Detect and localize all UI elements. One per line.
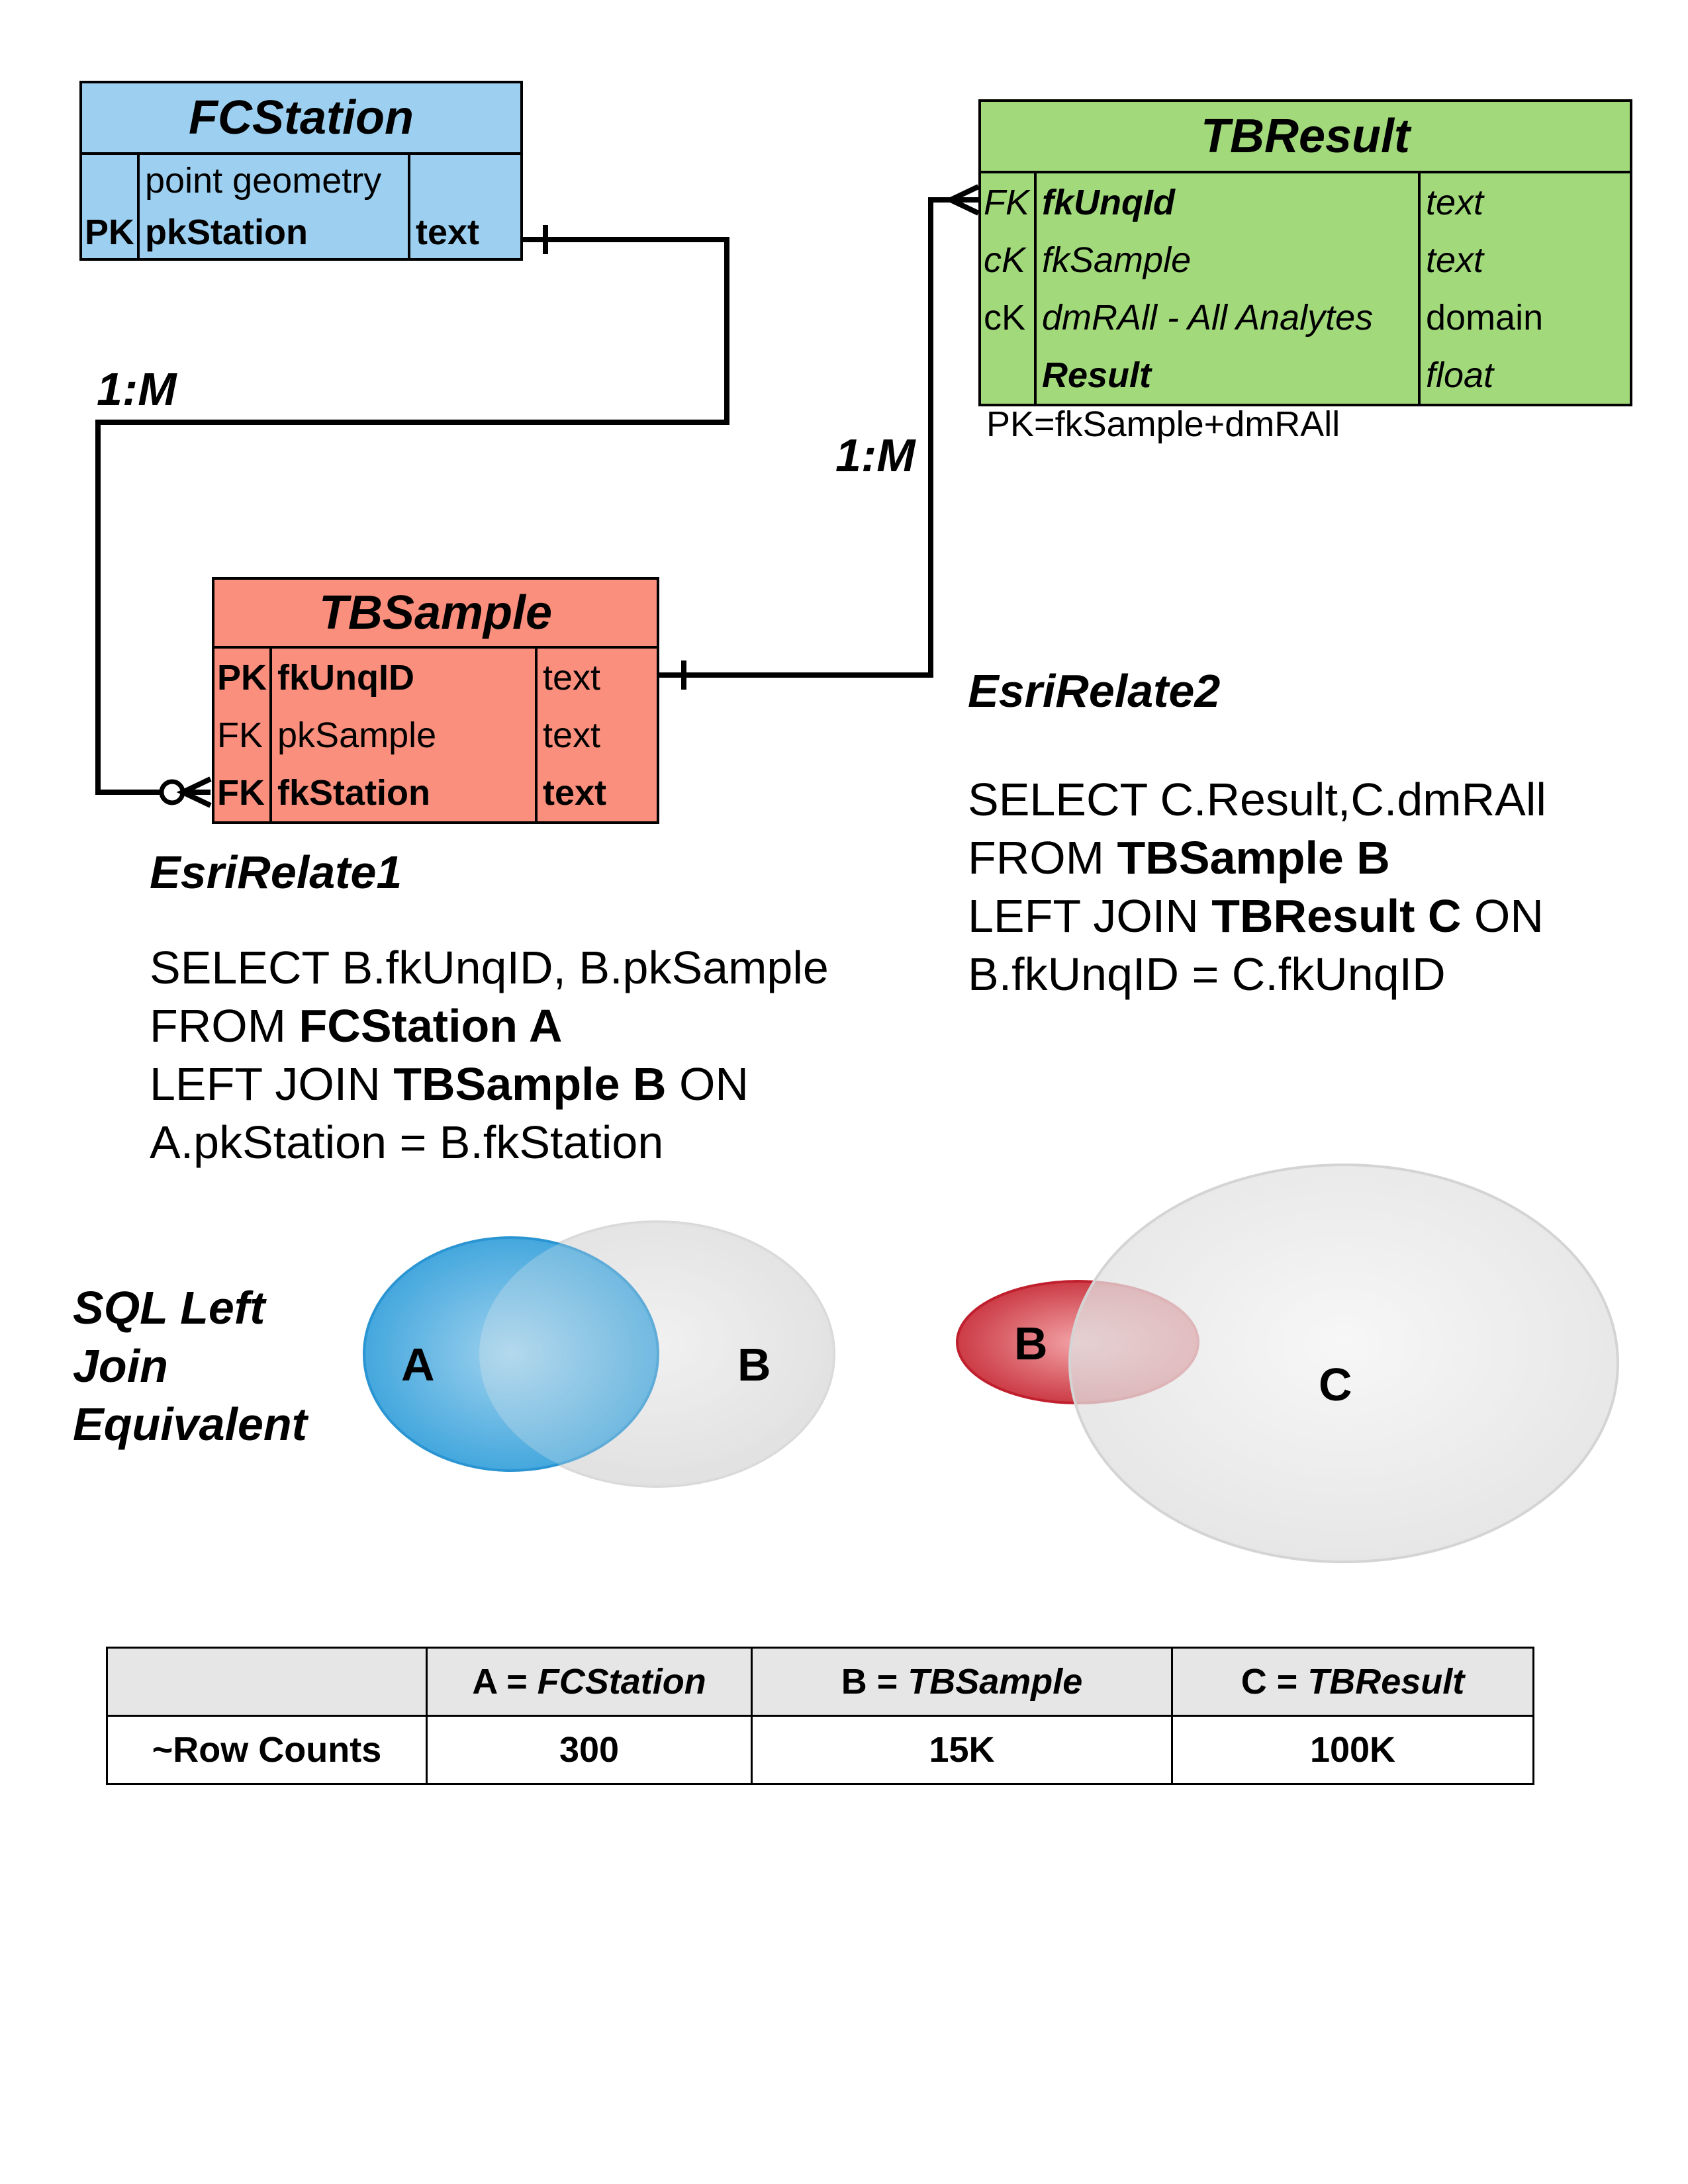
esri-relate1-line3: LEFT JOIN TBSample B ON [150, 1058, 749, 1110]
fcstation-key-1 [79, 154, 140, 206]
esri-relate1-line2: FROM FCStation A [150, 1000, 563, 1052]
tbresult-field-3: dmRAll - All Analytes [1034, 289, 1421, 346]
summary-row-label: ~Row Counts [106, 1715, 428, 1785]
tbresult-type-3: domain [1418, 289, 1632, 346]
venn-left-label-b: B [737, 1339, 771, 1390]
esri-relate1-line4: A.pkStation = B.fkStation [150, 1116, 664, 1168]
tbresult-type-2: text [1418, 231, 1632, 289]
summary-header-b: B = TBSample [751, 1647, 1173, 1717]
fcstation-field-1: point geometry [137, 154, 410, 206]
summary-count-c: 100K [1171, 1715, 1534, 1785]
esri-relate2-line1: SELECT C.Result,C.dmRAll [968, 774, 1546, 825]
sql-left-join-label: SQL Left Join Equivalent [73, 1282, 307, 1450]
venn-right-c-set [1068, 1163, 1619, 1563]
tbsample-title: TBSample [212, 577, 659, 649]
esri-relate1-line1: SELECT B.fkUnqID, B.pkSample [150, 942, 829, 993]
esri-relate2-line2: FROM TBSample B [968, 832, 1390, 884]
venn-left-label-a: A [401, 1339, 435, 1390]
row-count-table: A = FCStation B = TBSample C = TBResult … [106, 1647, 1534, 1785]
venn-left-a-set [363, 1236, 659, 1472]
esri-relate2-line3: LEFT JOIN TBResult C ON [968, 890, 1544, 942]
tbresult-field-1: fkUnqId [1034, 172, 1421, 231]
relate1-cardinality: 1:M [97, 363, 177, 415]
fcstation-entity: FCStation point geometry PK pkStation te… [79, 81, 523, 261]
tbsample-key-2: FK [211, 706, 273, 764]
tbresult-type-4: float [1418, 346, 1632, 406]
tbsample-entity: TBSample PK fkUnqID text FK pkSample tex… [211, 577, 659, 824]
tbsample-field-1: fkUnqID [269, 647, 538, 706]
venn-right-label-c: C [1319, 1359, 1352, 1410]
esri-relate1-title: EsriRelate1 [150, 846, 402, 898]
esri-relate2-title: EsriRelate2 [968, 665, 1221, 717]
fcstation-type-1 [408, 154, 523, 206]
tbresult-field-2: fkSample [1034, 231, 1421, 289]
summary-count-a: 300 [426, 1715, 753, 1785]
tbsample-type-2: text [535, 706, 659, 764]
tbsample-field-2: pkSample [269, 706, 538, 764]
relate2-crowfoot [949, 184, 980, 203]
tbresult-field-4: Result [1034, 346, 1421, 406]
tbsample-field-3: fkStation [269, 764, 538, 824]
tbsample-type-3: text [535, 764, 659, 824]
fcstation-title: FCStation [79, 81, 523, 155]
summary-header-a: A = FCStation [426, 1647, 753, 1717]
fcstation-field-2: pkStation [137, 206, 410, 261]
esri-relate2-sql: SELECT C.Result,C.dmRAll FROM TBSample B… [968, 770, 1546, 1003]
tbsample-key-1: PK [211, 647, 273, 706]
summary-count-b: 15K [751, 1715, 1173, 1785]
venn-right-label-b: B [1014, 1318, 1048, 1369]
tbresult-key-3: cK [978, 289, 1037, 346]
fcstation-type-2: text [408, 206, 523, 261]
esri-relate1-sql: SELECT B.fkUnqID, B.pkSample FROM FCStat… [150, 938, 829, 1171]
fcstation-key-2: PK [79, 206, 140, 261]
relate1-line [95, 237, 729, 795]
summary-header-c: C = TBResult [1171, 1647, 1534, 1717]
tbresult-key-4 [978, 346, 1037, 406]
summary-header-empty [106, 1647, 428, 1717]
tbresult-title: TBResult [978, 99, 1632, 173]
tbsample-key-3: FK [211, 764, 273, 824]
tbsample-type-1: text [535, 647, 659, 706]
tbresult-type-1: text [1418, 172, 1632, 231]
relate2-cardinality: 1:M [835, 430, 915, 481]
tbresult-pk-note: PK=fkSample+dmRAll [986, 404, 1340, 444]
esri-relate2-line4: B.fkUnqID = C.fkUnqID [968, 948, 1446, 1000]
tbresult-key-1: FK [978, 172, 1037, 231]
tbresult-key-2: cK [978, 231, 1037, 289]
tbresult-entity: TBResult FK fkUnqId text cK fkSample tex… [978, 99, 1632, 406]
